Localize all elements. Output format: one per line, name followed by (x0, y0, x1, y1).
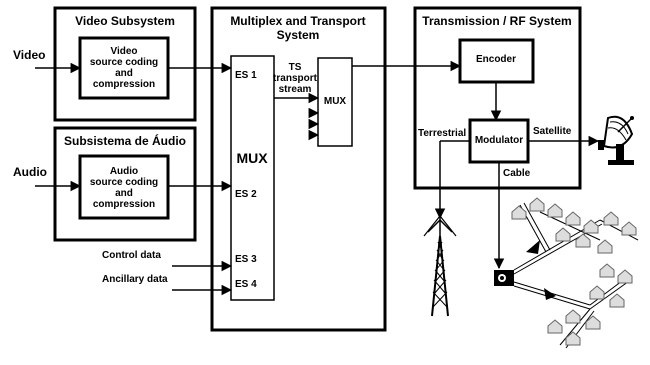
video-subsystem-title: Video Subsystem (75, 14, 175, 28)
ts-label-line-2: transport (273, 73, 318, 84)
audio-block-line-2: source coding (90, 177, 158, 188)
modulator-label: Modulator (475, 135, 523, 146)
ts-label-line-1: TS (289, 62, 302, 73)
video-block-line-2: source coding (90, 57, 158, 68)
video-input-label: Video (13, 48, 45, 62)
video-block-line-4: compression (93, 79, 155, 90)
mux2-label: MUX (324, 96, 347, 107)
mux-block (230, 55, 275, 301)
multiplex-transport-system: Multiplex and Transport System MUX ES 1 … (210, 6, 387, 332)
control-data-label: Control data (102, 250, 161, 261)
transmission-title: Transmission / RF System (422, 14, 571, 28)
es2-label: ES 2 (235, 189, 257, 200)
ts-label-line-3: stream (279, 84, 312, 95)
video-subsystem: Video Subsystem Video source coding and … (53, 6, 197, 122)
video-block-line-3: and (115, 68, 133, 79)
audio-subsystem: Subsistema de Áudio Audio source coding … (53, 126, 197, 242)
satellite-dish-icon (598, 115, 634, 165)
mux-label: MUX (236, 150, 268, 166)
cable-network-icon (494, 197, 639, 349)
audio-block-line-4: compression (93, 199, 155, 210)
audio-block-line-3: and (115, 188, 133, 199)
video-block-line-1: Video (110, 46, 137, 57)
audio-subsystem-title: Subsistema de Áudio (64, 133, 186, 148)
es3-label: ES 3 (235, 254, 257, 265)
satellite-label: Satellite (533, 126, 572, 137)
multiplex-title-line-2: System (277, 28, 320, 42)
encoder-label: Encoder (476, 54, 516, 65)
radio-tower-icon (423, 215, 457, 317)
es1-label: ES 1 (235, 70, 257, 81)
ancillary-data-label: Ancillary data (102, 274, 168, 285)
multiplex-title-line-1: Multiplex and Transport (230, 14, 365, 28)
audio-input-label: Audio (13, 165, 47, 179)
audio-block-line-1: Audio (110, 166, 138, 177)
es4-label: ES 4 (235, 279, 257, 290)
terrestrial-label: Terrestrial (418, 128, 466, 139)
cable-label: Cable (503, 168, 531, 179)
